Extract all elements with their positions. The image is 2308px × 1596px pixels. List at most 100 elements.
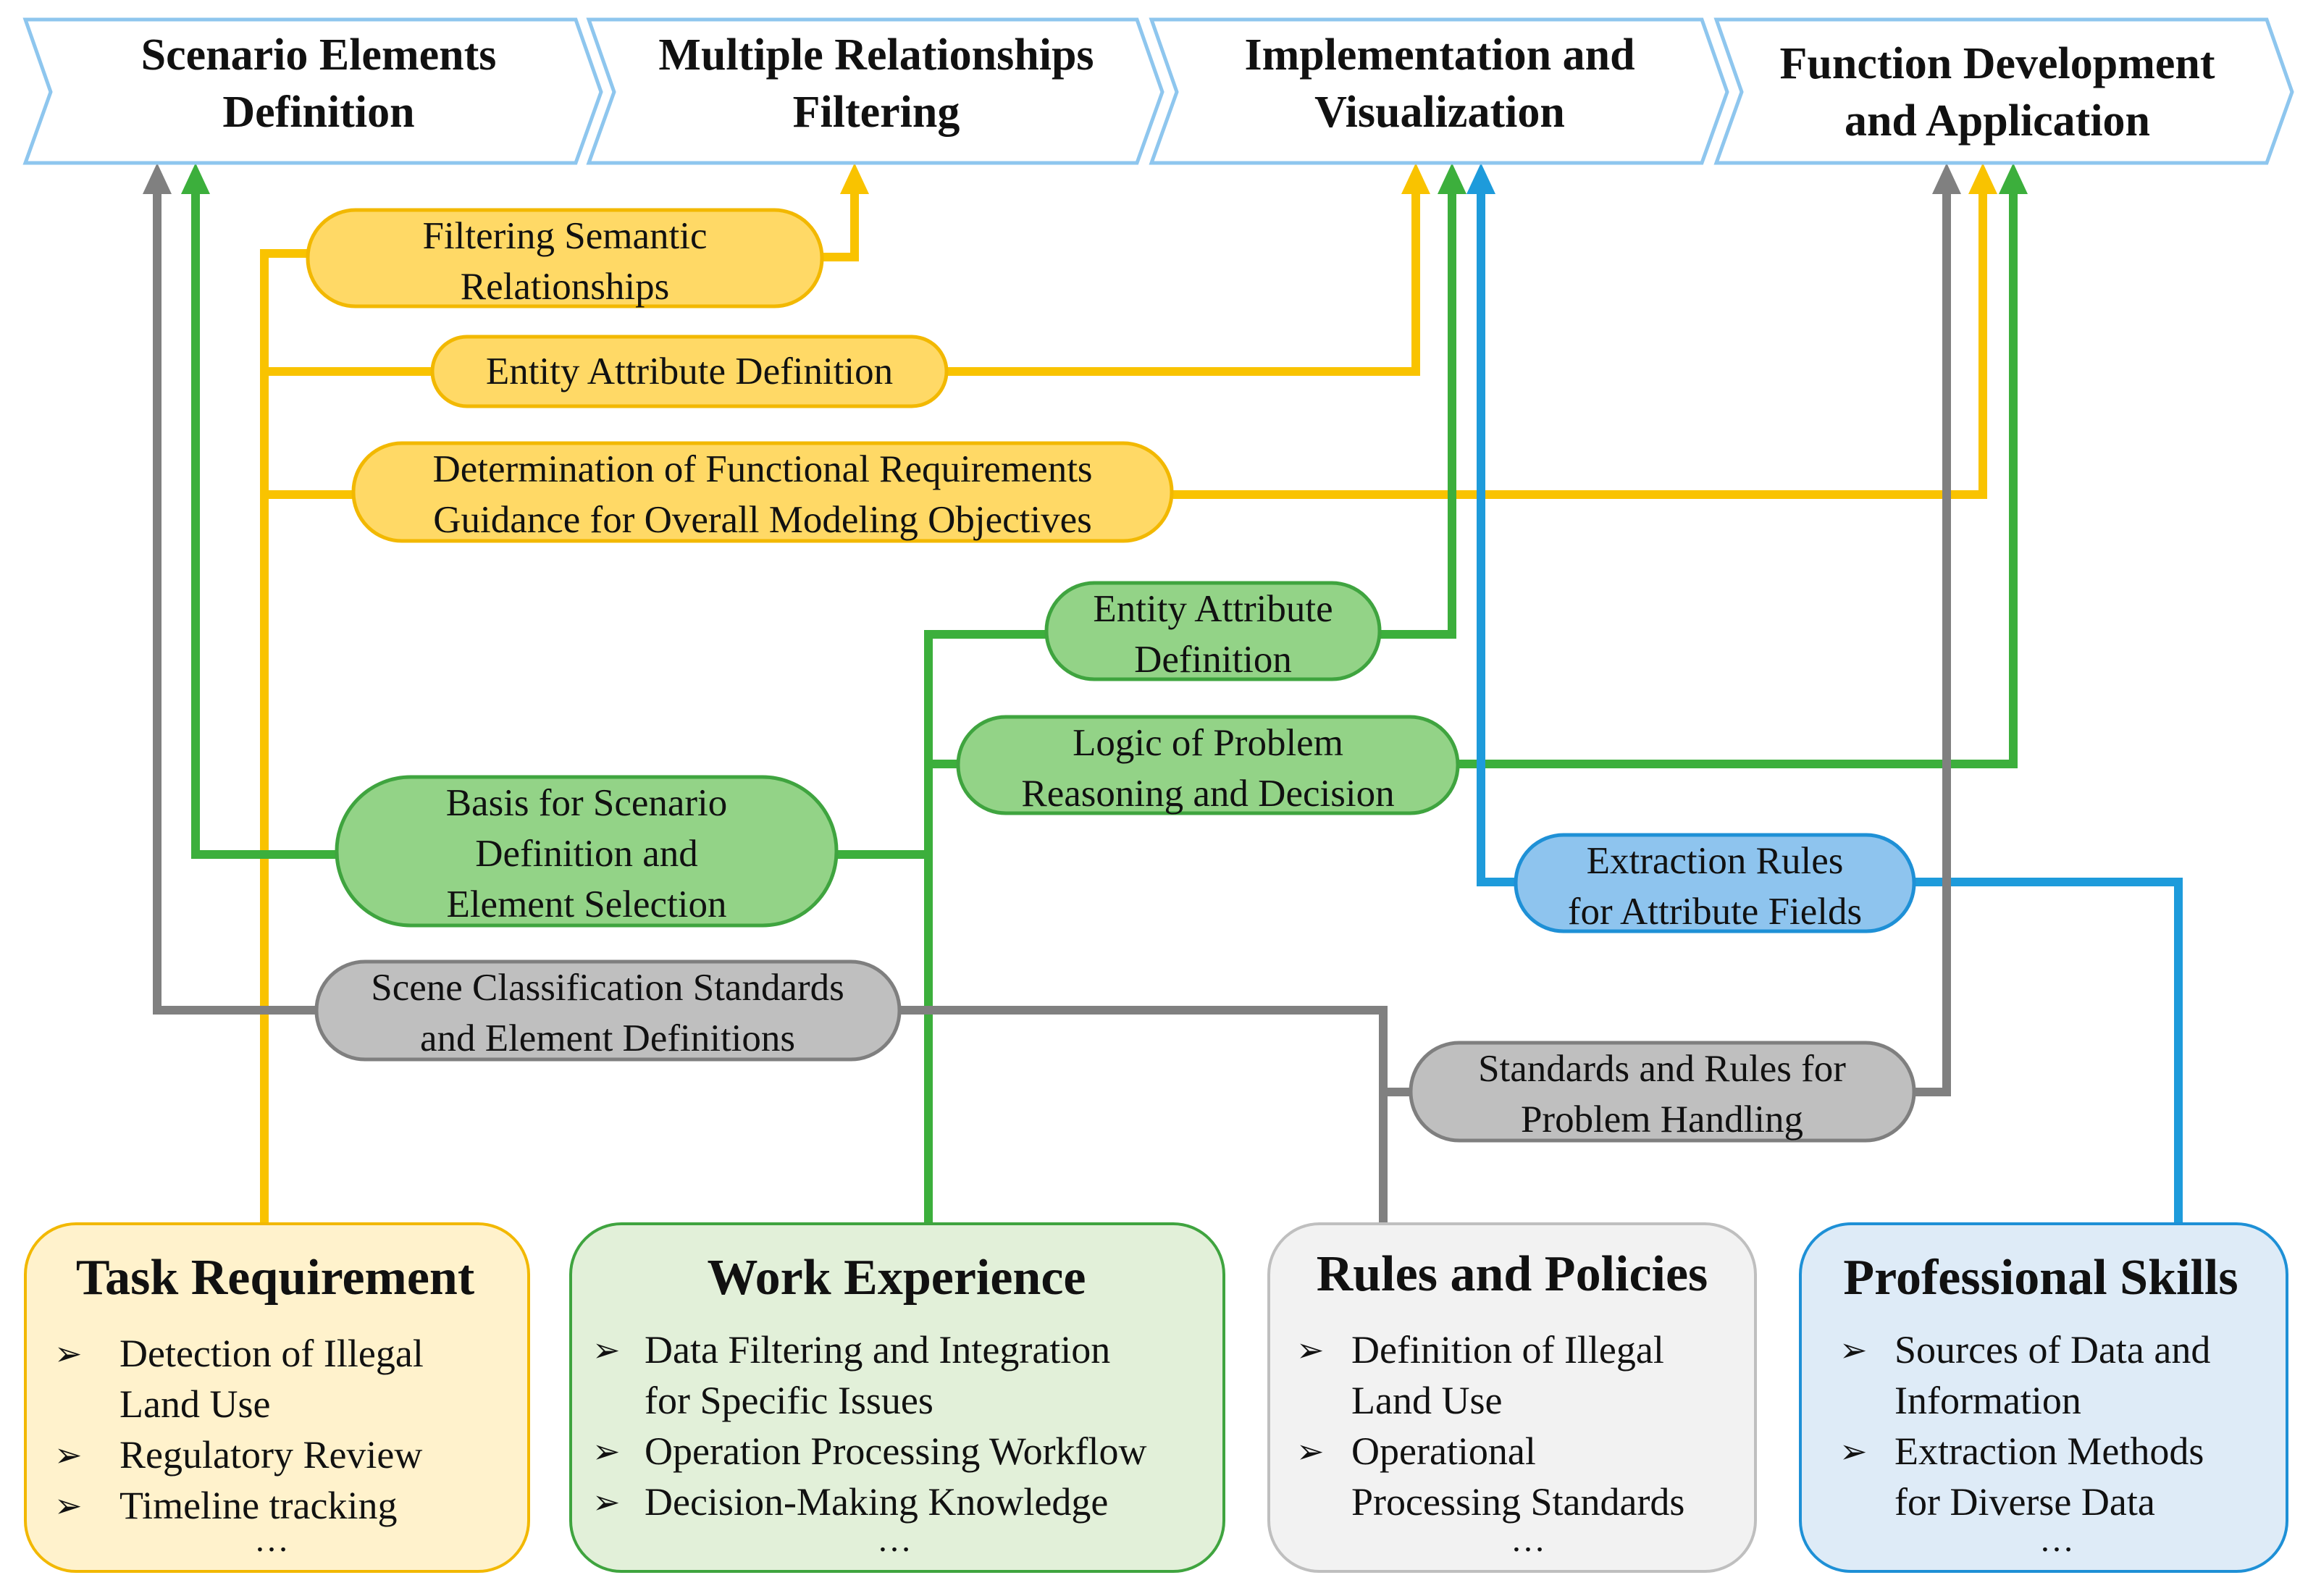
arrowhead-yellow-stage3	[1401, 163, 1430, 194]
pill-text-line: Reasoning and Decision	[1021, 773, 1394, 815]
more-ellipsis: …	[877, 1521, 912, 1559]
stage-title-line: Function Development	[1779, 39, 2215, 88]
source-box-shape	[24, 1222, 530, 1573]
source-title: Professional Skills	[1843, 1250, 2238, 1306]
pill-scene-classification: Scene Classification Standards and Elemen…	[314, 959, 902, 1062]
source-item-line: Land Use	[1351, 1379, 1502, 1422]
pill-text-line: Basis for Scenario	[446, 782, 728, 824]
pill-text-line: Filtering Semantic	[422, 215, 707, 257]
pill-shape	[1409, 1041, 1916, 1143]
more-ellipsis: …	[254, 1521, 289, 1559]
pill-text-line: Extraction Rules	[1587, 840, 1844, 882]
pill-text-line: Determination of Functional Requirements	[432, 448, 1092, 490]
source-rules-policies: Rules and Policies ➢ Definition of Illeg…	[1267, 1222, 1757, 1573]
connector-lines	[153, 181, 2183, 1224]
green-entity-to-stage3-line	[1376, 181, 1456, 639]
pill-shape	[351, 441, 1174, 543]
gray-standards-to-stage4-line	[1912, 181, 1951, 1096]
pill-text-line: and Element Definitions	[420, 1017, 795, 1059]
blue-extraction-to-stage3-line	[1477, 181, 1517, 886]
svg-text:Entity Attribute Definition: Entity Attribute Definition	[486, 350, 893, 392]
stage-title-line: Implementation and	[1244, 30, 1635, 80]
source-work-experience: Work Experience ➢ Data Filtering and Int…	[569, 1222, 1225, 1573]
pill-text-line: Definition	[1134, 639, 1292, 681]
stage-title-line: and Application	[1845, 96, 2150, 146]
pill-text-line: Guidance for Overall Modeling Objectives	[433, 499, 1092, 541]
stage-title-line: Scenario Elements	[141, 30, 497, 80]
source-item-line: Processing Standards	[1351, 1480, 1684, 1524]
source-item-line: Sources of Data and	[1894, 1328, 2210, 1372]
source-item-line: Operation Processing Workflow	[645, 1429, 1147, 1473]
pill-text-line: Element Selection	[446, 883, 726, 925]
arrowhead-gray-stage4	[1932, 163, 1961, 194]
arrowhead-green-stage4	[1999, 163, 2028, 194]
bullet-icon: ➢	[54, 1435, 83, 1474]
pill-shape	[1514, 833, 1916, 933]
source-title: Rules and Policies	[1317, 1246, 1708, 1302]
green-trunk-line	[924, 630, 1050, 1224]
arrowhead-gray-stage1	[143, 163, 172, 194]
source-item-line: Land Use	[119, 1382, 270, 1426]
source-item-line: Regulatory Review	[119, 1433, 422, 1477]
source-title: Task Requirement	[76, 1250, 474, 1306]
stage-title-line: Filtering	[793, 88, 960, 137]
pill-shape	[430, 335, 949, 408]
pill-text-line: Relationships	[461, 266, 670, 308]
stage-shape	[1149, 17, 1729, 165]
source-title: Work Experience	[708, 1250, 1086, 1306]
arrowhead-blue-stage3	[1466, 163, 1495, 194]
yellow-trunk-line	[260, 249, 311, 1224]
source-box-shape	[569, 1222, 1225, 1573]
source-item-line: Timeline tracking	[119, 1484, 397, 1527]
pill-text-line: for Attribute Fields	[1568, 891, 1862, 933]
stage-title-line: Definition	[222, 88, 414, 137]
bullet-icon: ➢	[592, 1330, 621, 1369]
source-item-line: Data Filtering and Integration	[645, 1328, 1110, 1372]
bullet-icon: ➢	[592, 1482, 621, 1521]
pill-text-line: Logic of Problem	[1073, 722, 1343, 764]
source-box-shape	[1799, 1222, 2288, 1573]
source-item-line: Detection of Illegal	[119, 1332, 424, 1375]
stage-shape	[586, 17, 1165, 165]
bullet-icon: ➢	[54, 1486, 83, 1525]
more-ellipsis: …	[2039, 1521, 2074, 1559]
bullet-icon: ➢	[592, 1432, 621, 1471]
source-professional-skills: Professional Skills ➢ Sources of Data an…	[1799, 1222, 2288, 1573]
gray-rules-trunk-line	[898, 1006, 1388, 1224]
pill-text-line: Problem Handling	[1521, 1099, 1803, 1141]
arrowhead-yellow-stage2	[840, 163, 869, 194]
green-logic-to-stage4-line	[1456, 181, 2018, 768]
pill-text-line: Scene Classification Standards	[371, 967, 844, 1009]
stage-shape	[1713, 17, 2294, 165]
arrowhead-green-stage1	[181, 163, 210, 194]
pill-shape	[314, 959, 902, 1062]
source-item-line: Decision-Making Knowledge	[645, 1480, 1108, 1524]
pill-shape	[956, 715, 1460, 815]
green-basis-to-stage1-line	[191, 181, 340, 859]
svg-text:Scene Classification Standards: Scene Classification Standards and Elemen…	[371, 967, 844, 1059]
yellow-functional-to-stage4-line	[1173, 181, 1987, 499]
source-item-line: Extraction Methods	[1894, 1429, 2204, 1473]
yellow-filtering-to-stage2-line	[818, 181, 859, 261]
pill-extraction-rules: Extraction Rules for Attribute Fields	[1514, 833, 1916, 933]
pill-text-line: Definition and	[475, 833, 698, 875]
